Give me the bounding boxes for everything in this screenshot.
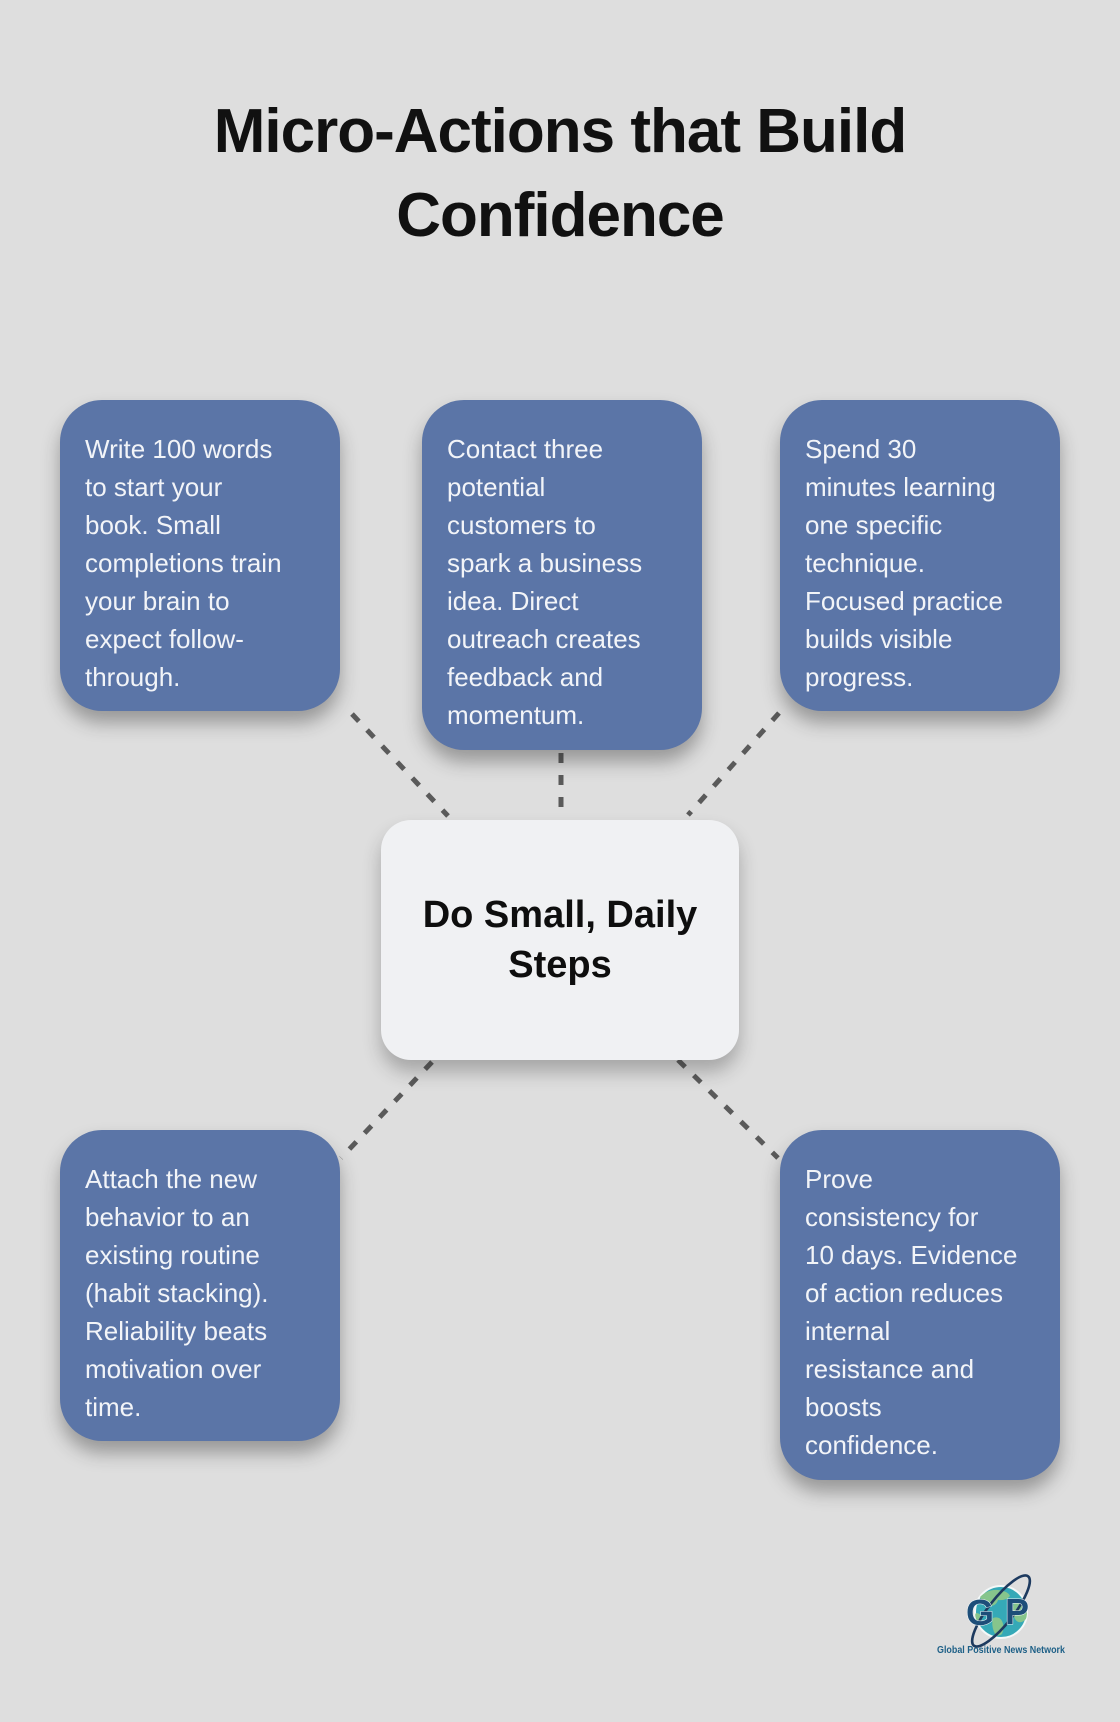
page-title: Micro-Actions that Build Confidence — [213, 97, 907, 250]
connector-line-top-right — [686, 711, 781, 817]
orbit-icon — [970, 1574, 1032, 1648]
node-bottom-right: Prove consistency for 10 days. Evidence … — [780, 1130, 1060, 1480]
connector-line-top-left — [350, 712, 450, 818]
node-top-left: Write 100 words to start your book. Smal… — [60, 400, 340, 711]
connector-line-bottom-right — [676, 1058, 780, 1160]
globe-continents — [975, 1589, 1027, 1636]
logo: G P Global Positive News Network — [937, 1574, 1065, 1656]
node-top-middle: Contact three potential customers to spa… — [422, 400, 702, 750]
node-top-right: Spend 30 minutes learning one specific t… — [780, 400, 1060, 711]
node-bottom-left: Attach the new behavior to an existing r… — [60, 1130, 340, 1441]
logo-letter-p: P — [1005, 1591, 1029, 1632]
central-node: Do Small, Daily Steps — [381, 820, 739, 1060]
logo-caption: Global Positive News Network — [937, 1644, 1065, 1656]
logo-letter-g: G — [966, 1592, 994, 1633]
connector-line-bottom-left — [339, 1060, 434, 1160]
